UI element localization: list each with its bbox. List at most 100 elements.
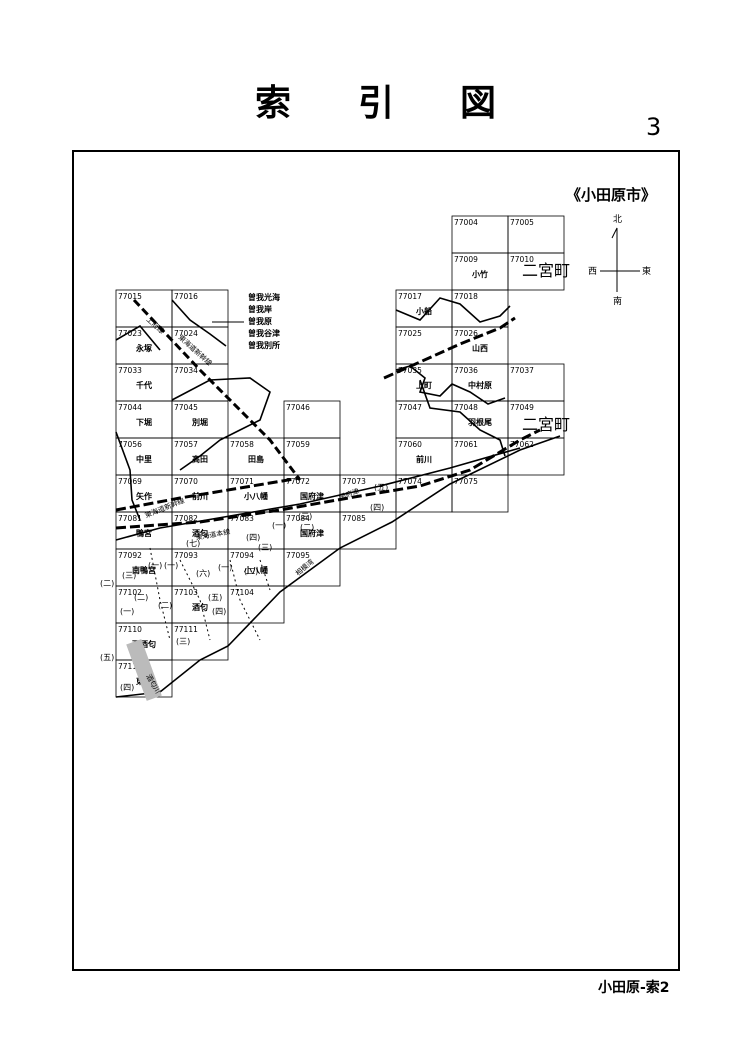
tile-code: 77072 (286, 477, 310, 486)
tile-code: 77062 (510, 440, 534, 449)
tile-code: 77009 (454, 255, 478, 264)
tile-code: 77026 (454, 329, 478, 338)
tile-code: 77061 (454, 440, 478, 449)
soga-district-item: 曽我光海 (248, 292, 280, 302)
tile-code: 77015 (118, 292, 142, 301)
tile-code: 77058 (230, 440, 254, 449)
tile-code: 77046 (286, 403, 310, 412)
title-char: 引 (358, 83, 395, 124)
chome-mark: (五) (208, 593, 222, 602)
place-name: 国府津 (300, 528, 324, 538)
tile-code: 77036 (454, 366, 478, 375)
tile-code: 77102 (118, 588, 142, 597)
tile-code: 77070 (174, 477, 198, 486)
place-name: 小八幡 (243, 565, 269, 575)
chome-mark: (三) (298, 512, 312, 521)
tile-code: 77024 (174, 329, 198, 338)
place-name: 山西 (472, 343, 488, 353)
compass-icon: 北 南 東 西 (588, 214, 651, 307)
chome-mark: (五) (100, 653, 114, 662)
place-name: 中村原 (468, 380, 492, 390)
page-number: 3 (646, 113, 662, 141)
sheet-label: 小田原-索2 (598, 980, 670, 996)
neighbor-town-label: 二宮町 (522, 415, 570, 434)
chome-mark: (一) (148, 561, 162, 570)
tile-code: 77059 (286, 440, 310, 449)
tile-code: 77057 (174, 440, 198, 449)
tile-code: 77075 (454, 477, 478, 486)
tile-code: 77004 (454, 218, 478, 227)
chome-mark: (四) (212, 607, 226, 616)
tile-code: 77033 (118, 366, 142, 375)
place-name: 中里 (136, 454, 152, 464)
chome-mark: (五) (374, 483, 388, 492)
tile-code: 77005 (510, 218, 534, 227)
tile-code: 77048 (454, 403, 478, 412)
tile-code: 77010 (510, 255, 534, 264)
compass-north: 北 (613, 214, 622, 225)
tile-code: 77083 (230, 514, 254, 523)
boundary-lines (115, 297, 561, 698)
chome-mark: (二) (244, 567, 258, 576)
place-name: 酒匂 (192, 602, 208, 612)
place-name: 矢作 (136, 491, 152, 501)
chome-mark: (二) (134, 593, 148, 602)
tile-code: 77103 (174, 588, 198, 597)
tile-code: 77081 (118, 514, 142, 523)
tile-code: 77045 (174, 403, 198, 412)
place-name: 永塚 (135, 343, 152, 353)
tile-code: 77016 (174, 292, 198, 301)
map-frame (72, 150, 680, 971)
place-name: 田島 (248, 454, 264, 464)
tile-code: 77104 (230, 588, 254, 597)
region-label: 《小田原市》 (566, 186, 656, 204)
tile-code: 77085 (342, 514, 366, 523)
tile-code: 77037 (510, 366, 534, 375)
tile-code: 77071 (230, 477, 254, 486)
chome-mark: (七) (186, 539, 200, 548)
map-tile (339, 511, 397, 550)
chome-mark: (一) (164, 561, 178, 570)
tile-code: 77047 (398, 403, 422, 412)
tile-code: 77092 (118, 551, 142, 560)
compass-west: 西 (588, 266, 597, 277)
tile-code: 77060 (398, 440, 422, 449)
tile-code: 77044 (118, 403, 142, 412)
chome-marks: (五) (四) (三) (二) (一) (七) (四) (三) (一) (一) … (100, 483, 388, 692)
chome-mark: (六) (196, 568, 210, 578)
tile-code: 77111 (174, 625, 198, 634)
tile-code: 77049 (510, 403, 534, 412)
tile-code: 77084 (286, 514, 310, 523)
tile-code: 77035 (398, 366, 422, 375)
railway-lines (115, 298, 541, 530)
place-name: 南鴨宮 (132, 565, 156, 575)
tile-code: 77073 (342, 477, 366, 486)
map-tile (451, 474, 509, 513)
tile-code: 77094 (230, 551, 254, 560)
soga-district-item: 曽我谷津 (248, 328, 280, 338)
chome-mark: (三) (176, 637, 190, 646)
chome-mark: (四) (120, 683, 134, 692)
tile-code: 77093 (174, 551, 198, 560)
place-name: 下堀 (136, 417, 152, 427)
place-name: 小船 (415, 306, 432, 316)
place-name: 千代 (136, 380, 152, 390)
route-label: 上府線 (145, 315, 167, 336)
title-char: 図 (460, 83, 497, 124)
tile-code: 77056 (118, 440, 142, 449)
tile-code: 77082 (174, 514, 198, 523)
tile-code: 77023 (118, 329, 142, 338)
place-name: 高田 (192, 454, 208, 464)
tile-code: 77074 (398, 477, 422, 486)
soga-district-item: 曽我別所 (248, 340, 280, 350)
chome-mark: (一) (218, 563, 232, 572)
compass-east: 東 (642, 265, 651, 277)
neighbor-town-label: 二宮町 (522, 261, 570, 280)
tile-code: 77025 (398, 329, 422, 338)
route-label: 国府津 (338, 486, 361, 502)
place-name: 酒匂 (192, 528, 208, 538)
place-name: 羽根尾 (468, 417, 492, 427)
chome-mark: (二) (300, 523, 314, 532)
